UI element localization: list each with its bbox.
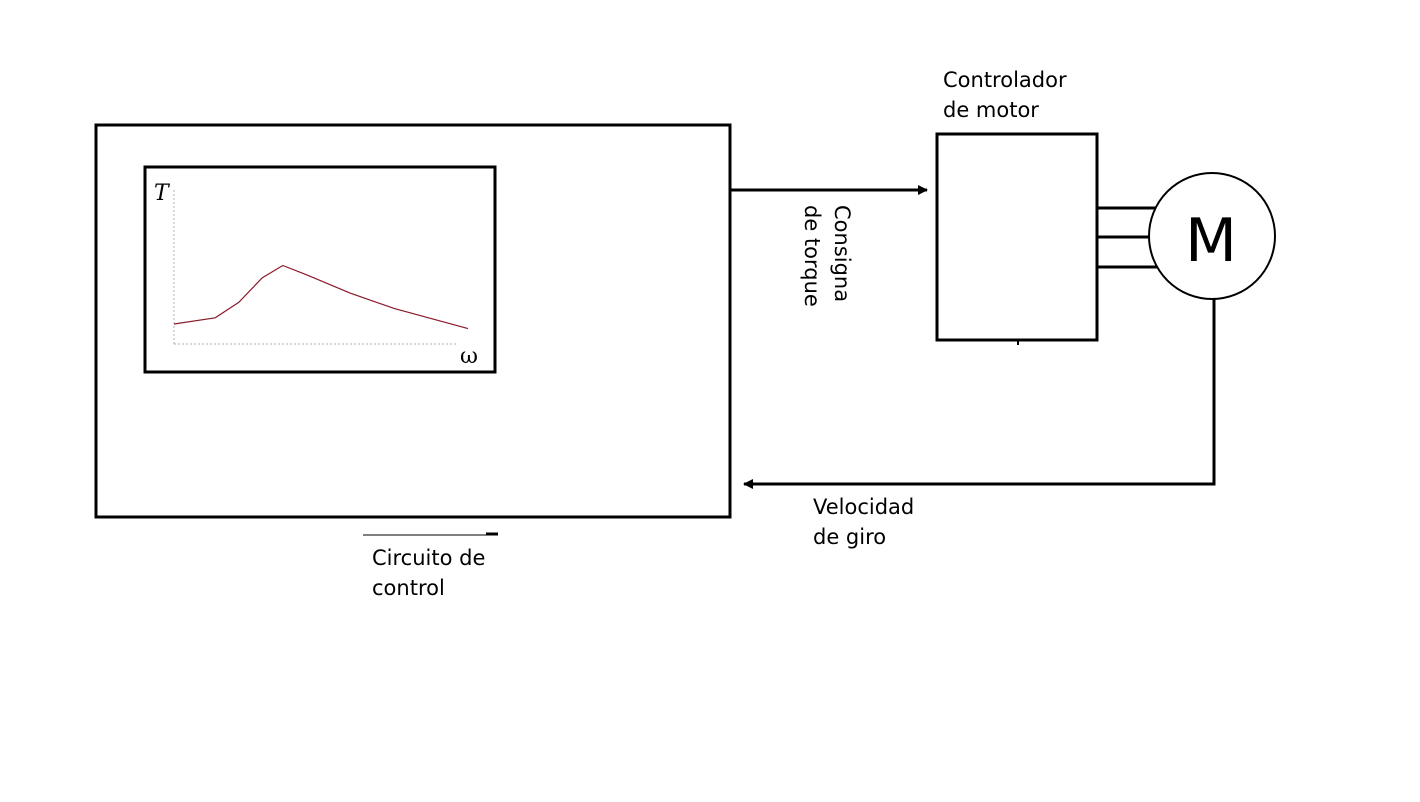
chart-y-axis-label: T: [154, 181, 171, 206]
control-circuit-label-line2: control: [372, 576, 445, 600]
speed-feedback-arrow: [743, 299, 1216, 489]
torque-curve: [173, 264, 469, 330]
control-circuit-block: [94, 123, 732, 519]
motor-circle: [1148, 172, 1276, 300]
chart-x-axis-label: ω: [460, 344, 478, 369]
controller-label-line1: Controlador: [943, 68, 1067, 92]
control-circuit-label-line1: Circuito de: [372, 546, 485, 570]
motor-symbol: M: [1185, 206, 1237, 276]
motor-controller-block: [935, 132, 1099, 342]
speed-label-line2: de giro: [813, 525, 886, 549]
torque-command-label: Consigna de torque: [800, 205, 854, 307]
controller-label-line2: de motor: [943, 98, 1039, 122]
torque-speed-chart: T ω: [143, 165, 497, 374]
speed-label-line1: Velocidad: [813, 495, 914, 519]
torque-label-line2: de torque: [800, 205, 824, 307]
three-phase-lines: [1097, 206, 1158, 269]
torque-label-line1: Consigna: [830, 205, 854, 302]
chart-frame: [143, 165, 497, 374]
